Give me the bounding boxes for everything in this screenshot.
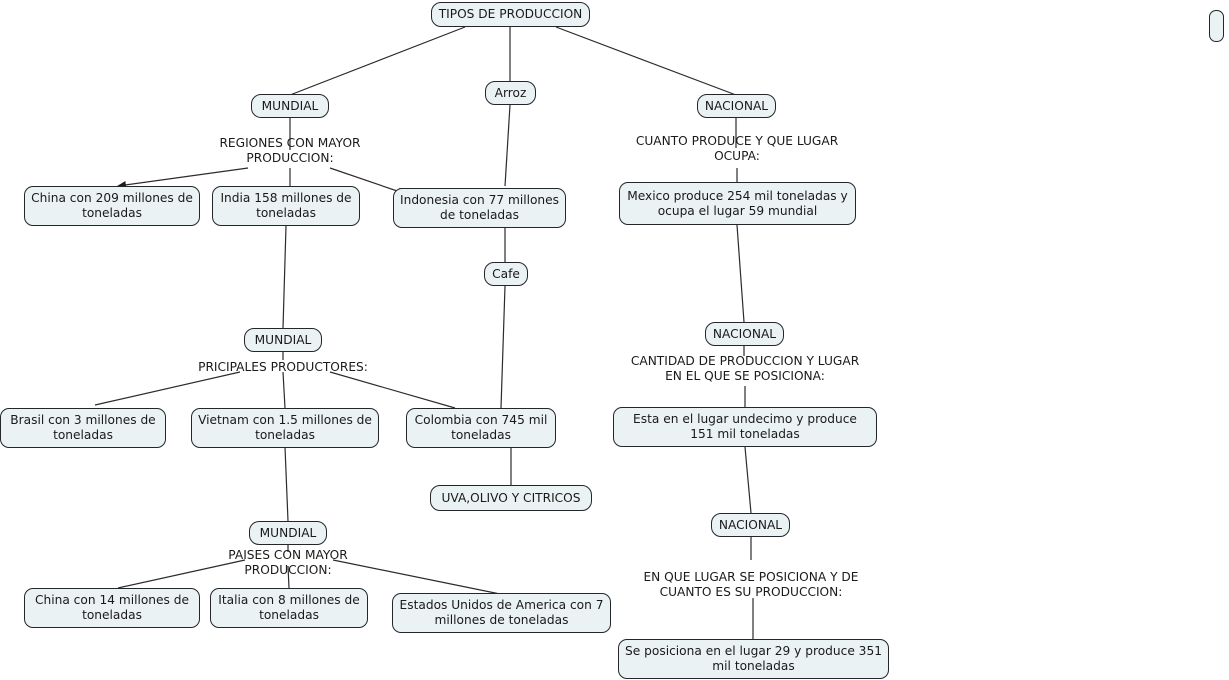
node-label: Se posiciona en el lugar 29 y produce 35… [625,644,882,673]
link-label-cuanto-produce-y-que-lugar-ocupa: CUANTO PRODUCE Y QUE LUGAR OCUPA: [635,134,839,163]
node-label: Vietnam con 1.5 millones de toneladas [198,413,372,442]
node-label: Indonesia con 77 millones de toneladas [400,193,560,222]
link-vietnam-to-mundial-uva [284,446,289,522]
node-label: Italia con 8 millones de toneladas [218,593,360,622]
node-estados-unidos-uva[interactable]: Estados Unidos de America con 7 millones… [392,593,611,633]
link-label-to-china-arroz [117,167,249,189]
node-italia-uva[interactable]: Italia con 8 millones de toneladas [210,588,368,628]
node-nacional-arroz[interactable]: NACIONAL [697,94,776,118]
node-mundial-arroz[interactable]: MUNDIAL [251,94,329,118]
node-label: Cafe [492,266,520,281]
node-indonesia-arroz[interactable]: Indonesia con 77 millones de toneladas [393,188,566,228]
link-label-en-que-lugar-se-posiciona: EN QUE LUGAR SE POSICIONA Y DE CUANTO ES… [643,570,859,599]
node-mexico-cafe[interactable]: Esta en el lugar undecimo y produce 151 … [613,407,877,447]
node-china-arroz[interactable]: China con 209 millones de toneladas [24,186,200,226]
node-nacional-uva[interactable]: NACIONAL [711,513,790,537]
link-root-to-nacional-arroz [555,26,737,96]
node-label: Estados Unidos de America con 7 millones… [399,598,604,627]
node-uva-olivo-citricos[interactable]: UVA,OLIVO Y CITRICOS [430,485,592,511]
node-label: China con 14 millones de toneladas [35,593,189,622]
node-mundial-uva[interactable]: MUNDIAL [249,521,327,545]
node-nacional-cafe[interactable]: NACIONAL [705,322,784,346]
node-arroz[interactable]: Arroz [485,81,536,105]
node-blank-top-right[interactable] [1209,10,1224,42]
node-label: Arroz [494,85,527,100]
node-label: TIPOS DE PRODUCCION [438,7,583,21]
link-mexico-arroz-to-nacional-cafe [736,224,745,323]
node-label: NACIONAL [704,98,769,113]
node-mexico-arroz[interactable]: Mexico produce 254 mil toneladas y ocupa… [619,182,856,225]
node-label: Colombia con 745 mil toneladas [414,413,548,442]
node-label: China con 209 millones de toneladas [31,191,193,220]
link-cafe-to-colombia [500,285,506,409]
node-cafe[interactable]: Cafe [484,262,528,286]
link-mexico-cafe-to-nacional-uva [744,446,752,514]
link-label-to-brasil-cafe [94,371,241,406]
node-label: Brasil con 3 millones de toneladas [10,413,156,442]
node-label: MUNDIAL [254,332,312,347]
link-label-paises-con-mayor-produccion: PAISES CON MAYOR PRODUCCION: [228,548,348,577]
node-label: NACIONAL [718,517,783,532]
node-mexico-uva[interactable]: Se posiciona en el lugar 29 y produce 35… [618,639,889,679]
node-label: Esta en el lugar undecimo y produce 151 … [633,412,857,441]
node-mundial-cafe[interactable]: MUNDIAL [244,328,322,352]
node-china-uva[interactable]: China con 14 millones de toneladas [24,588,200,628]
link-label-to-vietnam-cafe [282,371,286,409]
node-india-arroz[interactable]: India 158 millones de toneladas [212,186,360,226]
node-label: NACIONAL [712,326,777,341]
link-root-to-mundial-arroz [289,26,466,96]
node-vietnam-cafe[interactable]: Vietnam con 1.5 millones de toneladas [191,408,379,448]
link-label-pricipales-productores: PRICIPALES PRODUCTORES: [198,360,368,374]
link-arroz-to-indonesia-col [504,104,511,187]
node-label: MUNDIAL [259,525,317,540]
node-brasil-cafe[interactable]: Brasil con 3 millones de toneladas [0,408,166,448]
node-colombia-cafe[interactable]: Colombia con 745 mil toneladas [406,408,556,448]
link-label-to-colombia-cafe [329,371,456,409]
link-india-to-mundial-cafe [282,225,287,329]
link-label-regiones-con-mayor-produccion: REGIONES CON MAYOR PRODUCCION: [219,136,361,165]
node-tipos-de-produccion[interactable]: TIPOS DE PRODUCCION [431,2,590,27]
node-label: MUNDIAL [261,98,319,113]
link-label-cantidad-de-produccion: CANTIDAD DE PRODUCCION Y LUGAR EN EL QUE… [630,354,860,383]
node-label: UVA,OLIVO Y CITRICOS [441,490,581,505]
node-label: India 158 millones de toneladas [220,191,352,220]
node-label: Mexico produce 254 mil toneladas y ocupa… [627,188,848,218]
